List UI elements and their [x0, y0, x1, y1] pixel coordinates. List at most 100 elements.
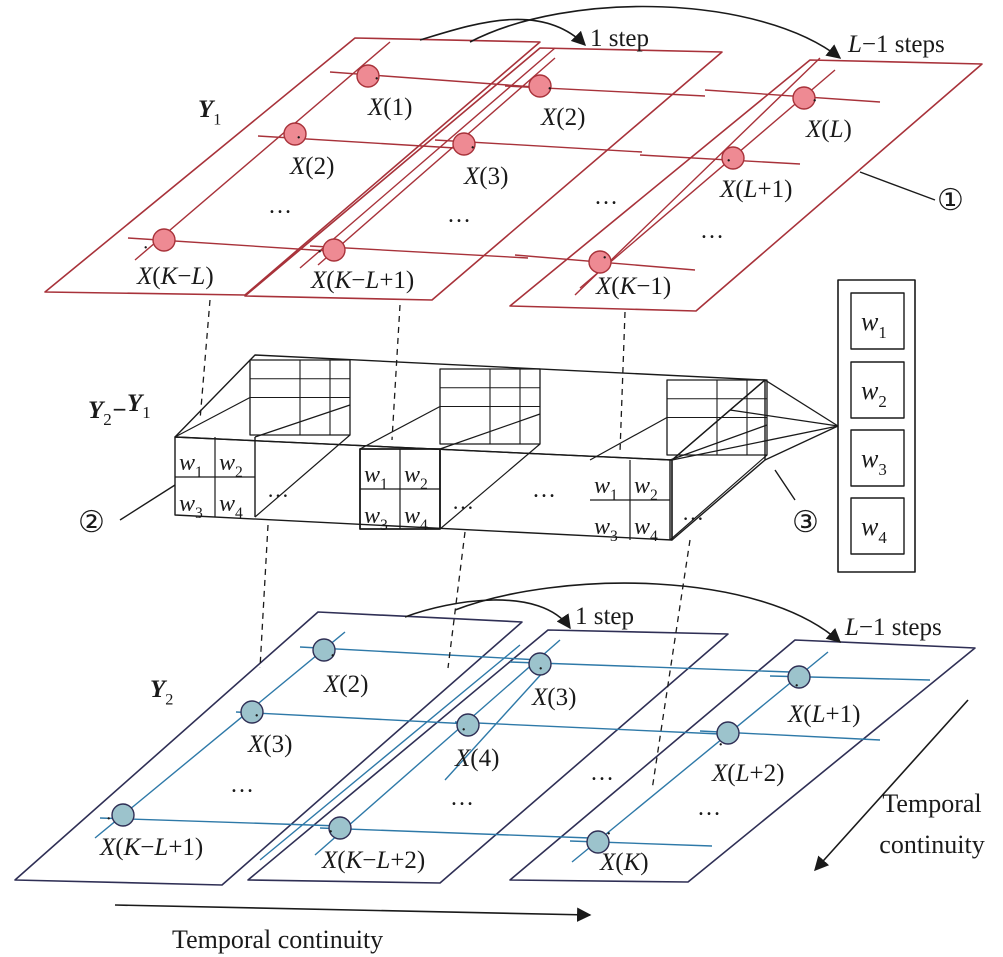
- bottom-node-label-2-0: X(L+1): [787, 701, 860, 728]
- dashed-connector-6: [651, 539, 691, 791]
- tensor-block-0-cell-1: w1: [179, 450, 203, 481]
- top-node-0-0: [356, 64, 380, 88]
- bottom-node-label-1-1-part: X: [454, 745, 472, 772]
- bottom-node-label-0-0-part: X: [323, 671, 341, 698]
- top-node-label-0-2-part: −: [177, 263, 191, 290]
- top-node-label-0-1-part: X: [289, 153, 307, 180]
- tensor-block-1-depth-edge-top: [439, 413, 541, 450]
- top-node-label-1-0-part: X: [540, 104, 558, 131]
- bottom-plane-1: [14, 611, 523, 886]
- top-node-label-0-2: X(K−L): [136, 263, 214, 290]
- tensor-block-0-cell-2-sub: 2: [235, 464, 243, 481]
- bottom-node-label-1-2-part: +2): [390, 847, 425, 874]
- top-node-label-1-0-part: (2): [556, 104, 585, 131]
- bottom-node-label-2-2-part: X: [599, 849, 617, 876]
- top-node-2-1: [721, 146, 745, 170]
- weight-label-1-sub: 1: [878, 323, 886, 342]
- top-node-label-1-2-dot: ˙: [316, 245, 323, 270]
- top-callout-leader: [859, 171, 936, 201]
- tensor-block-2-depth-edge-bottom: [669, 454, 768, 541]
- tensor-block-1-cell-2-sub: 2: [420, 476, 428, 493]
- tensor-block-0-depth-edge-top: [254, 404, 351, 438]
- top-callout-1: ①: [937, 184, 964, 217]
- bottom-node-label-2-0-part: L: [811, 701, 826, 728]
- tensor-block-1-cell-1: w1: [364, 462, 388, 493]
- bottom-node-label-0-1-dot: ˙: [253, 709, 260, 734]
- weight-fan-line-2: [764, 425, 839, 461]
- tensor-block-0-cell-2: w2: [219, 450, 243, 481]
- weight-label-1: w1: [861, 307, 887, 342]
- top-one-step-label: 1 step: [590, 25, 649, 52]
- bottom-node-label-1-0-part: X: [531, 684, 549, 711]
- top-node-label-0-2-part: L: [190, 263, 205, 290]
- tensor-block-2-cell-1-var: w: [594, 473, 610, 499]
- bottom-node-label-2-1-part: +2): [750, 760, 785, 787]
- bottom-node-label-1-2-dot: ˙: [327, 825, 334, 850]
- bottom-col-line-2: [314, 639, 561, 856]
- top-node-0-2: [152, 228, 176, 252]
- top-node-label-2-0-part: ): [844, 116, 852, 143]
- bottom-node-label-0-2-part: −: [140, 834, 154, 861]
- top-node-label-2-2-part: X: [595, 273, 613, 300]
- weight-label-2: w2: [861, 376, 887, 411]
- bottom-node-label-1-2-part: K: [345, 847, 364, 874]
- top-matrix-label-var: Y: [198, 96, 216, 123]
- top-node-label-2-2-part: (: [611, 273, 619, 300]
- top-node-label-1-1-dot: ˙: [469, 141, 476, 166]
- top-node-label-1-2-part: K: [334, 267, 353, 294]
- bottom-node-label-1-2-part: L: [375, 847, 390, 874]
- bottom-node-0-1: [240, 700, 264, 724]
- top-node-label-2-2-dot: ˙: [601, 251, 608, 276]
- weight-fan-line-3: [671, 425, 839, 461]
- top-node-label-1-2-part: L: [364, 267, 379, 294]
- top-node-1-2: [322, 238, 346, 262]
- tensor-block-2-depth-edge-top: [669, 424, 768, 461]
- bottom-node-label-2-2-dot: ˙: [605, 827, 612, 852]
- weight-label-1-var: w: [861, 307, 879, 336]
- top-node-2-0: [792, 86, 816, 110]
- dashed-connector-2: [391, 304, 401, 441]
- bottom-one-step-arrow: [404, 599, 571, 630]
- tensor-block-0-cell-4-var: w: [219, 491, 235, 517]
- bottom-col-line-4: [259, 644, 521, 861]
- middle-label-part-0: Y: [88, 397, 106, 424]
- weight-label-3-sub: 3: [878, 460, 886, 479]
- bottom-node-label-2-0-part: +1): [826, 701, 861, 728]
- bottom-ellipsis-3: …: [590, 760, 614, 786]
- weight-label-3: w3: [861, 444, 887, 479]
- tensor-block-2-cell-3-var: w: [594, 514, 610, 540]
- top-node-label-0-1-dot: ˙: [295, 131, 302, 156]
- tensor-block-2-cell-3-sub: 3: [610, 528, 618, 545]
- top-node-label-1-1-part: X: [463, 163, 481, 190]
- top-l-minus-1-arrow: [469, 5, 842, 59]
- top-col-line-2: [317, 57, 556, 266]
- middle-callout-2: ②: [78, 506, 105, 539]
- top-node-label-2-2-part: −1): [636, 273, 671, 300]
- top-col-line-4: [299, 47, 556, 269]
- top-node-label-2-1-part: X: [719, 176, 737, 203]
- tensor-block-2-depth-ellipsis: …: [682, 500, 704, 525]
- weight-label-2-var: w: [861, 376, 879, 405]
- bottom-node-label-0-0: X(2): [323, 671, 368, 698]
- tensor-block-0-cell-1-var: w: [179, 450, 195, 476]
- bottom-ellipsis-1: …: [230, 772, 254, 798]
- bottom-node-label-0-2-part: K: [123, 834, 142, 861]
- tensor-block-1-cell-3-sub: 3: [380, 517, 388, 534]
- tensor-block-2-cell-3: w3: [594, 514, 618, 545]
- bottom-node-2-1: [716, 721, 740, 745]
- middle-callout-3: ③: [792, 506, 819, 539]
- tensor-block-0-cell-2-var: w: [219, 450, 235, 476]
- bottom-col-line-5: [444, 669, 546, 781]
- weight-label-2-sub: 2: [878, 392, 886, 411]
- tensor-block-0-cell-1-sub: 1: [195, 464, 203, 481]
- middle-label-part-1: 2: [103, 410, 112, 429]
- tensor-block-0-cell-4: w4: [219, 491, 243, 522]
- top-ellipsis-1: …: [268, 193, 292, 219]
- tensor-block-1-depth-edge-left: [359, 405, 441, 450]
- top-node-label-1-0-dot: ˙: [546, 82, 553, 107]
- tensor-block-2-cell-1: w1: [594, 473, 618, 504]
- bottom-plane-2: [247, 629, 729, 884]
- bottom-node-label-2-2-part: ): [640, 849, 648, 876]
- tensor-block-0-cell-3-sub: 3: [195, 505, 203, 522]
- tensor-block-2-cell-1-sub: 1: [610, 487, 618, 504]
